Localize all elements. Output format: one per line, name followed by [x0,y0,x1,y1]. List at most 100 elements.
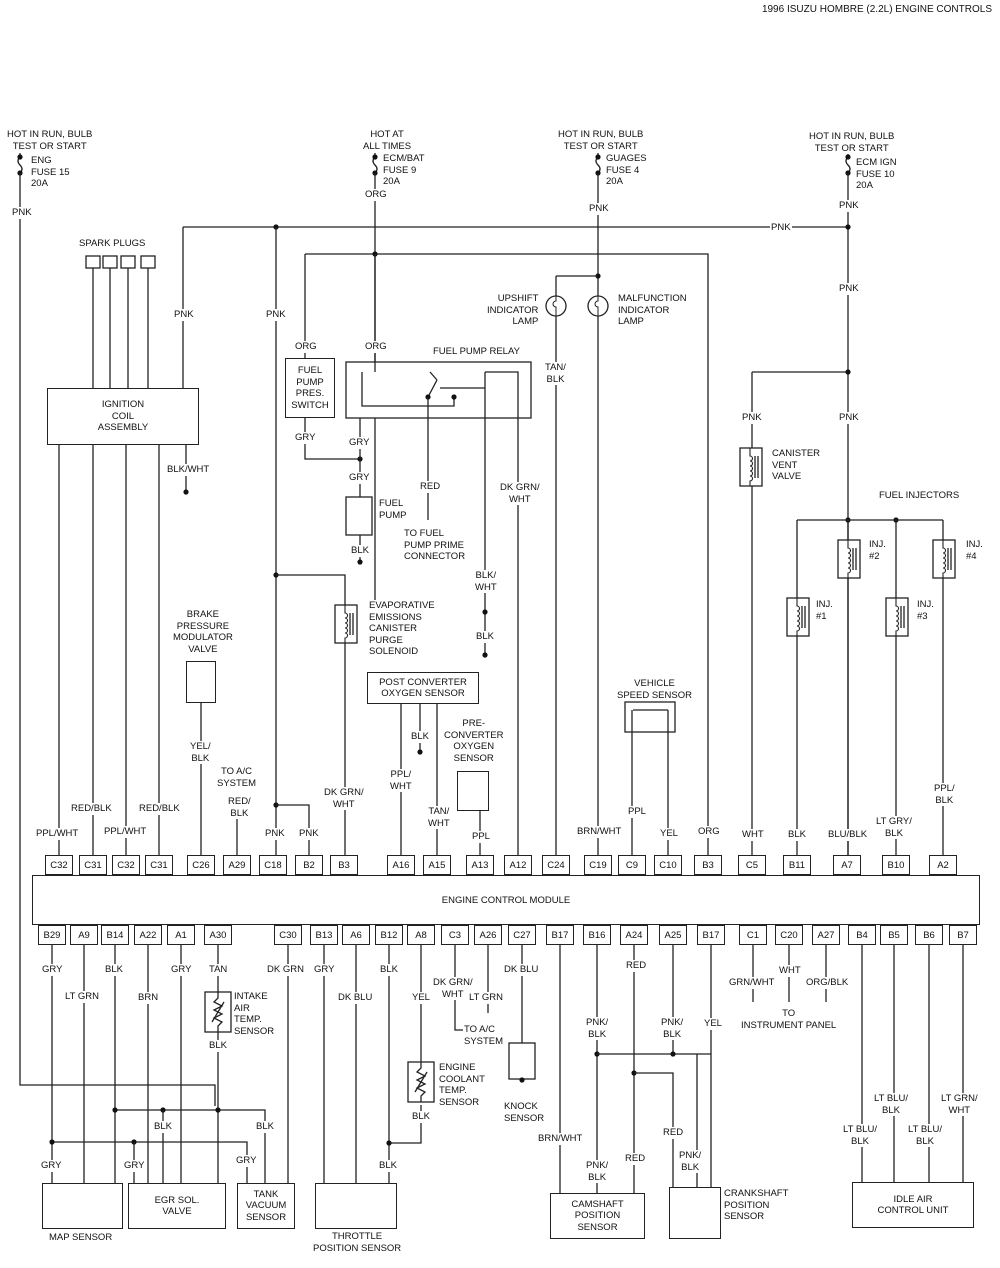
ecm-pin-top-a13: A13 [466,855,494,875]
ecm-pin-top-a29: A29 [223,855,251,875]
fuel-pump-relay-box [345,361,532,419]
evap-purge-solenoid-coil-icon [344,605,349,643]
malfunction-lamp-icon-filament [594,296,599,316]
ecm-pin-top-c24: C24 [542,855,570,875]
canister-vent-valve-label: CANISTER VENT VALVE [771,448,822,483]
splice-dot [845,369,851,375]
wire-label-pnk2: PNK [265,309,287,321]
ecm-pin-bottom-a24: A24 [620,925,648,945]
wire-label-ltgrnwht-b7: LT GRN/ WHT [940,1093,979,1116]
wire-label-pnk4: PNK [741,412,763,424]
wire-label-blkwht-coil: BLK/WHT [166,464,211,476]
ignition-coil-assembly: IGNITION COIL ASSEMBLY [47,388,199,445]
ckp-label: CRANKSHAFT POSITION SENSOR [723,1188,790,1223]
post-converter-o2-sensor: POST CONVERTER OXYGEN SENSOR [367,672,479,704]
ecm-pin-bottom-a8: A8 [407,925,435,945]
injector-2-coil-icon [847,540,852,578]
tps-label: THROTTLE POSITION SENSOR [312,1231,403,1254]
injector-3-coil-icon [895,598,900,636]
ecm-pin-top-a12: A12 [504,855,532,875]
wire-label-org-b3: ORG [697,826,721,838]
spark-plug-4-icon [140,255,156,269]
relay-contact [361,372,455,407]
wire-label-yel-c10: YEL [659,828,679,840]
ecm-pin-bottom-b7: B7 [949,925,977,945]
wire-label-ltgrn-a9: LT GRN [64,991,100,1003]
wire-label-pnkblk-b16: PNK/ BLK [585,1017,610,1040]
wire-label-blk-tps: BLK [378,1160,398,1172]
wire-label-org1: ORG [294,341,318,353]
wire-label-gry-egr: GRY [123,1160,146,1172]
fuse-1-wire: PNK [11,207,33,219]
fuse-3-hot-label: HOT IN RUN, BULB TEST OR START [557,129,645,152]
ecm-pin-top-c26: C26 [187,855,215,875]
pnk-evap [276,574,346,855]
ecm-pin-top-a15: A15 [423,855,451,875]
throttle-position-sensor [315,1183,397,1229]
relay-blade [427,379,438,398]
wire-label-blk-egr: BLK [153,1121,173,1133]
wire-label-ppl-c9: PPL [627,806,647,818]
ecm-pin-top-b3: B3 [694,855,722,875]
ecm-pin-bottom-a22: A22 [134,925,162,945]
fuse-9-icon [372,156,378,174]
fuel-pump-pres-switch: FUEL PUMP PRES. SWITCH [285,358,335,418]
wire-label-ltblublk-b4: LT BLU/ BLK [842,1124,878,1147]
splice-dot [49,1139,55,1145]
idle-air-control-unit: IDLE AIR CONTROL UNIT [852,1182,974,1228]
wire-label-red-blk-ac: RED/ BLK [227,796,252,819]
fuse-4-hot-label: HOT IN RUN, BULB TEST OR START [808,131,896,154]
brake-valve-label: BRAKE PRESSURE MODULATOR VALVE [172,609,234,655]
wire-label-gry-a1: GRY [170,964,193,976]
wire-label-org2: ORG [364,341,388,353]
wire-label-wht-c20: WHT [778,965,802,977]
ecm-pin-bottom-a26: A26 [474,925,502,945]
wire-label-red-blk1: RED/BLK [70,803,113,815]
egr-solenoid-valve: EGR SOL. VALVE [128,1183,226,1229]
ecm-pin-top-c10: C10 [654,855,682,875]
ecm-pin-bottom-b17: B17 [546,925,574,945]
fuse-15-icon [17,156,23,174]
wire-label-red-relay: RED [419,481,442,493]
fuse-10-dot [845,154,851,160]
pnk-ignition-feed [19,173,216,1106]
fuel-injectors-label: FUEL INJECTORS [878,490,961,502]
fuse-4-wire: PNK [838,200,860,212]
ecm-pin-bottom-c20: C20 [775,925,803,945]
wire-label-ppl-wht-a16: PPL/ WHT [389,769,413,792]
wire-label-red-ckp: RED [662,1127,685,1139]
fuse-9-dot [372,154,378,160]
knock-sensor-box [508,1042,536,1080]
fuse-2-hot-label: HOT AT ALL TIMES [362,129,413,152]
diagram-title: 1996 ISUZU HOMBRE (2.2L) ENGINE CONTROLS [761,4,992,15]
wire-label-tanblk: TAN/ BLK [544,362,567,385]
crankshaft-position-sensor [669,1187,721,1239]
ecm-pin-bottom-a9: A9 [70,925,98,945]
wire-label-pnkblk-a25: PNK/ BLK [660,1017,685,1040]
spark-plug-2-icon [102,255,118,269]
wire-label-orgblk-a27: ORG/BLK [805,977,850,989]
wire-label-blk-tank: BLK [255,1121,275,1133]
wire-label-grnwht-c1: GRN/WHT [728,977,776,989]
wire-label-blk-pump: BLK [350,545,370,557]
fuse-1-label: ENG FUSE 15 20A [30,155,71,190]
wire-label-blkwht-relay: BLK/ WHT [474,570,498,593]
ecm-pin-bottom-a1: A1 [167,925,195,945]
dkgrnwht-relay [485,371,519,855]
upshift-lamp-label: UPSHIFT INDICATOR LAMP [486,293,540,328]
ecm-pin-bottom-b4: B4 [848,925,876,945]
wire-label-dkblu-a6: DK BLU [337,992,374,1004]
map-sensor [42,1183,123,1229]
wire-label-gry-map: GRY [40,1160,63,1172]
ecm-pin-bottom-a25: A25 [659,925,687,945]
wire-label-ltgrn-a26: LT GRN [468,992,504,1004]
wire-label-blk-iat: BLK [208,1040,228,1052]
wire-label-blk-relay: BLK [475,631,495,643]
ecm-pin-bottom-a30: A30 [204,925,232,945]
ect-sensor-label: ENGINE COOLANT TEMP. SENSOR [438,1062,486,1108]
instrument-panel-label: TO INSTRUMENT PANEL [740,1008,838,1031]
wire-label-ltblublk-b5: LT BLU/ BLK [873,1093,909,1116]
injector-4 [932,539,956,579]
wire-label-dkgrnwht-relay: DK GRN/ WHT [499,482,541,505]
camshaft-position-sensor: CAMSHAFT POSITION SENSOR [550,1193,645,1239]
